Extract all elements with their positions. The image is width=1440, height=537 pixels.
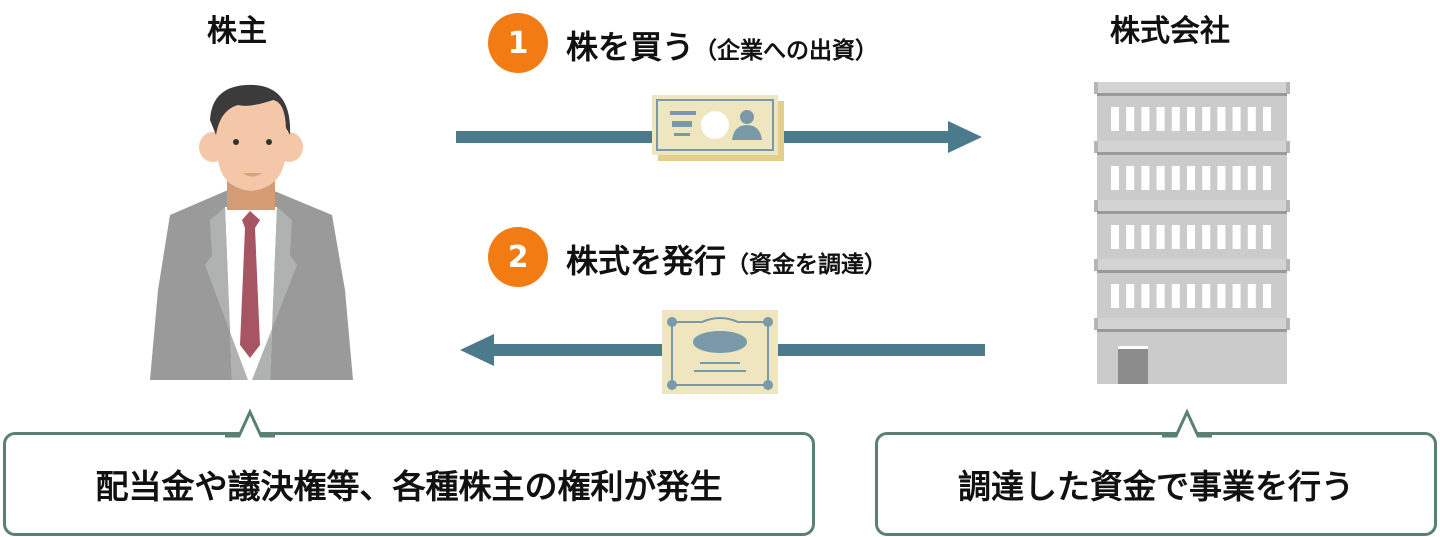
banknote-icon [652,95,784,161]
arrow-left-head-icon [460,334,494,366]
step-1-badge: 1 [488,13,548,73]
company-building-illustration [1094,82,1290,384]
step-1-label: 株を買う（企業への出資） [566,22,878,68]
shareholder-title: 株主 [207,14,267,49]
shareholder-rights-callout: 配当金や議決権等、各種株主の権利が発生 [3,432,815,536]
company-usage-callout: 調達した資金で事業を行う [875,432,1437,536]
company-title: 株式会社 [1110,14,1230,49]
callout-right-tail [1162,408,1212,438]
step-1-title: 株を買う [566,28,695,66]
step-2-subtitle: （資金を調達） [726,252,888,278]
callout-left-tail [225,408,275,438]
step-2-badge: 2 [488,227,548,287]
stock-certificate-icon [662,310,778,394]
step-1-subtitle: （企業への出資） [694,38,879,64]
step-2-label: 株式を発行（資金を調達） [566,236,887,282]
arrow-right-head-icon [948,121,982,153]
businessman-illustration [150,84,353,380]
step-2-title: 株式を発行 [566,242,727,280]
